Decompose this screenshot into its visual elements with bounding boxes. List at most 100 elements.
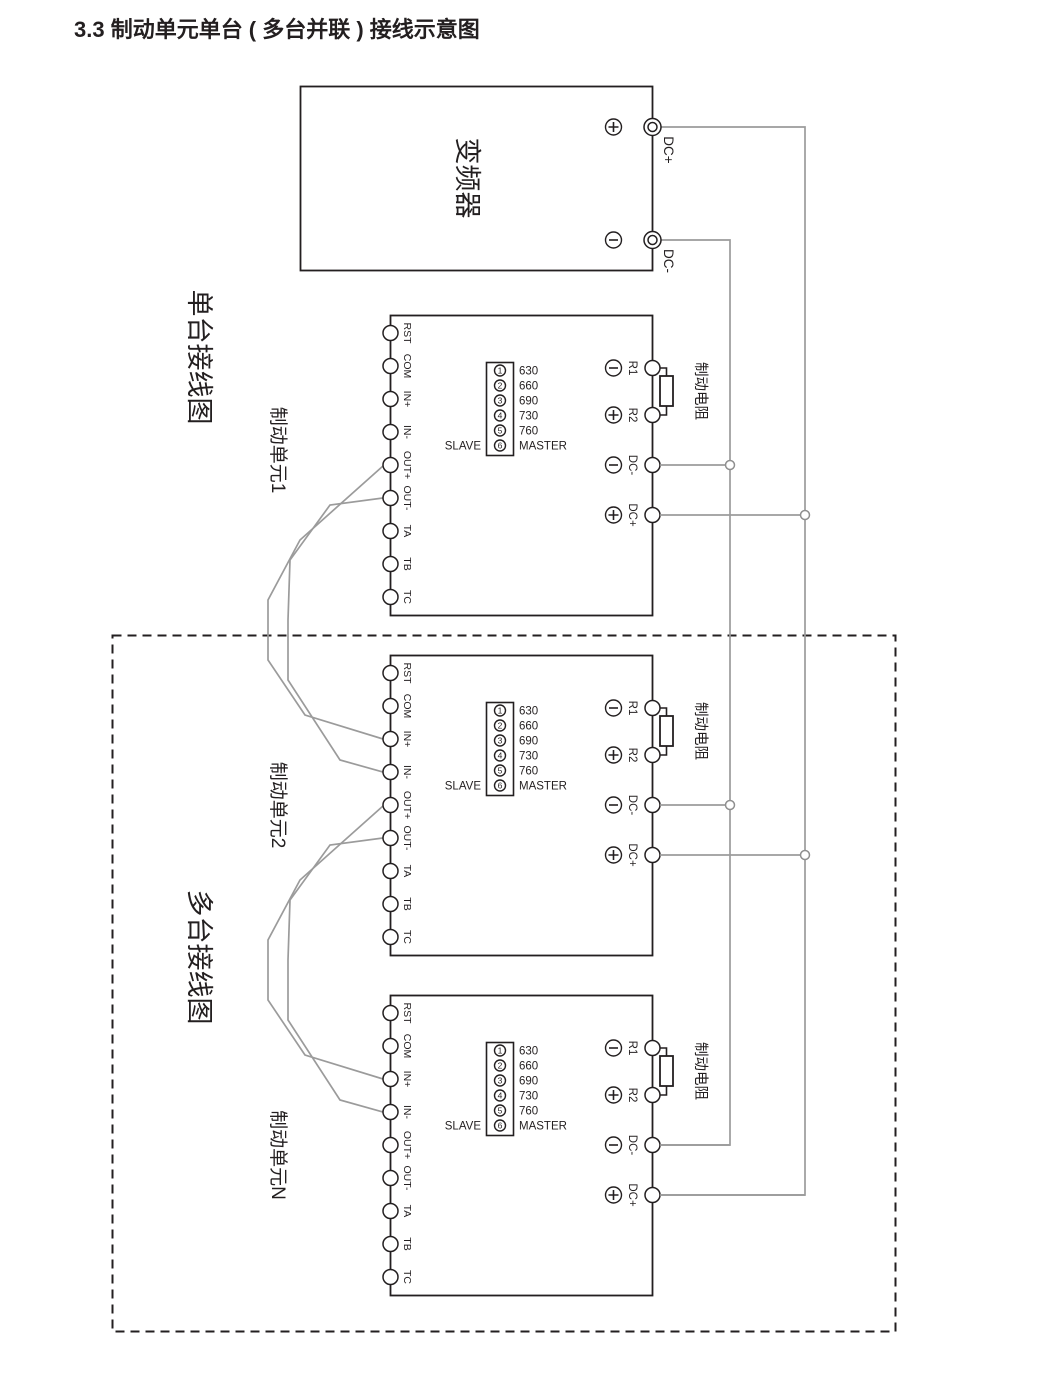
terminal-r1-label: R1 bbox=[626, 1041, 638, 1056]
terminal-r1 bbox=[644, 359, 661, 377]
dip-value: 690 bbox=[519, 736, 538, 748]
terminal-tc-label: TC bbox=[401, 930, 413, 944]
plus-symbol-icon bbox=[608, 122, 619, 132]
out-minus-to-in-minus-wire bbox=[287, 497, 384, 773]
braking-resistor bbox=[659, 715, 674, 747]
terminal-out-minus-label: OUT- bbox=[401, 1165, 413, 1191]
dip-value: 760 bbox=[519, 426, 538, 438]
dip-num-circle bbox=[493, 1074, 507, 1087]
terminal-com-label: COM bbox=[401, 354, 413, 379]
twisted-pair-1 bbox=[267, 465, 384, 773]
terminal-r2-label: R2 bbox=[626, 408, 638, 423]
terminal-in-minus-label: IN- bbox=[401, 1105, 413, 1120]
terminal-in-minus bbox=[382, 423, 399, 441]
terminal-dc-minus bbox=[644, 456, 661, 474]
terminal-r2-label: R2 bbox=[626, 1088, 638, 1103]
dip-value: 730 bbox=[519, 751, 538, 763]
dip-num-circle bbox=[493, 424, 507, 437]
dip-num-circle bbox=[493, 379, 507, 392]
dip-value: MASTER bbox=[519, 1121, 567, 1133]
terminal-dc-plus bbox=[644, 846, 661, 864]
terminal-dc-plus-label: DC+ bbox=[626, 843, 638, 867]
terminal-in-plus-label: IN+ bbox=[401, 731, 413, 748]
terminal-ta bbox=[382, 522, 399, 540]
terminal-in-minus-label: IN- bbox=[401, 765, 413, 780]
dip-num-circle bbox=[493, 409, 507, 422]
terminal-out-plus-label: OUT+ bbox=[401, 791, 413, 819]
terminal-dc-plus bbox=[644, 1186, 661, 1204]
dc-minus-junction-2 bbox=[724, 799, 736, 811]
dip-table-outline bbox=[485, 701, 515, 797]
dip-slave-label: SLAVE bbox=[445, 1121, 482, 1133]
terminal-tb bbox=[382, 895, 399, 913]
inverter-dc-minus-terminal-inner bbox=[647, 234, 658, 246]
braking-resistor bbox=[659, 375, 674, 407]
resistor-wire bbox=[660, 1047, 668, 1096]
twisted-pair-2 bbox=[267, 805, 384, 1113]
dip-num: 6 bbox=[498, 1121, 503, 1131]
dip-num-circle bbox=[493, 719, 507, 732]
dip-value: MASTER bbox=[519, 441, 567, 453]
plus-symbol-icon bbox=[608, 750, 619, 760]
plus-symbol-icon bbox=[608, 1190, 619, 1200]
dip-table-outline bbox=[485, 361, 515, 457]
terminal-out-plus-label: OUT+ bbox=[401, 451, 413, 479]
terminal-in-minus-label: IN- bbox=[401, 425, 413, 440]
terminal-tb-label: TB bbox=[401, 1237, 413, 1250]
dip-num: 3 bbox=[498, 736, 503, 746]
terminal-in-plus-label: IN+ bbox=[401, 1071, 413, 1088]
terminal-in-minus bbox=[382, 1103, 399, 1121]
terminal-in-minus bbox=[382, 763, 399, 781]
inverter-outline bbox=[299, 85, 654, 272]
dip-num: 5 bbox=[498, 1106, 503, 1116]
dip-num: 1 bbox=[498, 706, 503, 716]
dip-num: 6 bbox=[498, 781, 503, 791]
dip-value: 630 bbox=[519, 1046, 538, 1058]
terminal-out-plus bbox=[382, 796, 399, 814]
dip-slave-label: SLAVE bbox=[445, 781, 482, 793]
multi-wiring-section-label: 多台接线图 bbox=[184, 890, 214, 1025]
terminal-tc bbox=[382, 588, 399, 606]
page-title: 3.3 制动单元单台 ( 多台并联 ) 接线示意图 bbox=[74, 17, 480, 42]
terminal-dc-minus bbox=[644, 1136, 661, 1154]
terminal-ta bbox=[382, 1202, 399, 1220]
dc-plus-bus-wire bbox=[660, 126, 806, 1196]
dip-num: 4 bbox=[498, 751, 503, 761]
terminal-dc-minus bbox=[644, 796, 661, 814]
terminal-r2 bbox=[644, 1086, 661, 1104]
plus-symbol-icon bbox=[608, 510, 619, 520]
terminal-com bbox=[382, 357, 399, 375]
dip-num-circle bbox=[493, 439, 507, 452]
dip-num-circle bbox=[493, 1059, 507, 1072]
multi-unit-dashed-box bbox=[111, 634, 897, 1333]
terminal-tb-label: TB bbox=[401, 557, 413, 570]
terminal-com bbox=[382, 697, 399, 715]
dip-num: 3 bbox=[498, 1076, 503, 1086]
terminal-r1-label: R1 bbox=[626, 701, 638, 716]
dip-num: 2 bbox=[498, 1061, 503, 1071]
dip-num: 2 bbox=[498, 381, 503, 391]
terminal-out-minus-label: OUT- bbox=[401, 825, 413, 851]
dip-num-circle bbox=[493, 394, 507, 407]
terminal-dc-plus bbox=[644, 506, 661, 524]
dip-value: 730 bbox=[519, 1091, 538, 1103]
terminal-tb bbox=[382, 555, 399, 573]
dip-num: 5 bbox=[498, 426, 503, 436]
terminal-dc-minus-label: DC- bbox=[626, 1135, 638, 1156]
terminal-dc-plus-label: DC+ bbox=[626, 1183, 638, 1207]
dip-table-outline bbox=[485, 1041, 515, 1137]
inverter-label: 变频器 bbox=[452, 138, 482, 219]
dip-value: 760 bbox=[519, 1106, 538, 1118]
inverter-box: 变频器 DC+ DC- bbox=[299, 85, 676, 273]
dip-num-circle bbox=[493, 749, 507, 762]
terminal-tc-label: TC bbox=[401, 1270, 413, 1284]
braking-resistor-label: 制动电阻 bbox=[692, 1042, 709, 1100]
dip-value: 660 bbox=[519, 1061, 538, 1073]
dip-num: 5 bbox=[498, 766, 503, 776]
terminal-ta-label: TA bbox=[401, 1205, 413, 1218]
dip-value: 660 bbox=[519, 381, 538, 393]
single-wiring-section-label: 单台接线图 bbox=[184, 290, 214, 425]
terminal-in-plus bbox=[382, 1070, 399, 1088]
dip-num-circle bbox=[493, 1119, 507, 1132]
